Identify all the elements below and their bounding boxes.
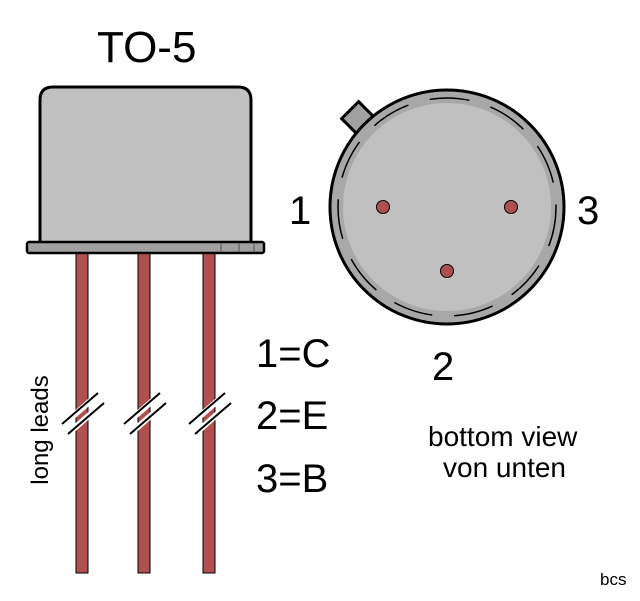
bottom-view <box>328 88 566 326</box>
dashed-rim <box>337 97 557 317</box>
flange <box>25 240 266 255</box>
pin-3 <box>504 200 518 214</box>
pin-label-1: 1 <box>289 189 312 233</box>
credit: bcs <box>600 570 627 589</box>
leads-label: long leads <box>27 375 54 485</box>
side-view <box>25 85 266 574</box>
pin-label-3: 3 <box>577 189 600 233</box>
pin-1 <box>376 200 390 214</box>
view-label-de: von unten <box>443 452 566 483</box>
header-inner <box>343 103 551 311</box>
pin-2 <box>440 264 454 278</box>
transistor-can <box>38 85 253 246</box>
mapping-1: 1=C <box>256 332 331 376</box>
mapping-2: 2=E <box>256 394 329 438</box>
view-label-en: bottom view <box>428 421 578 452</box>
title: TO-5 <box>97 23 197 72</box>
pin-label-2: 2 <box>432 345 455 389</box>
lead-break-marks <box>61 392 232 435</box>
mapping-3: 3=B <box>256 457 329 501</box>
